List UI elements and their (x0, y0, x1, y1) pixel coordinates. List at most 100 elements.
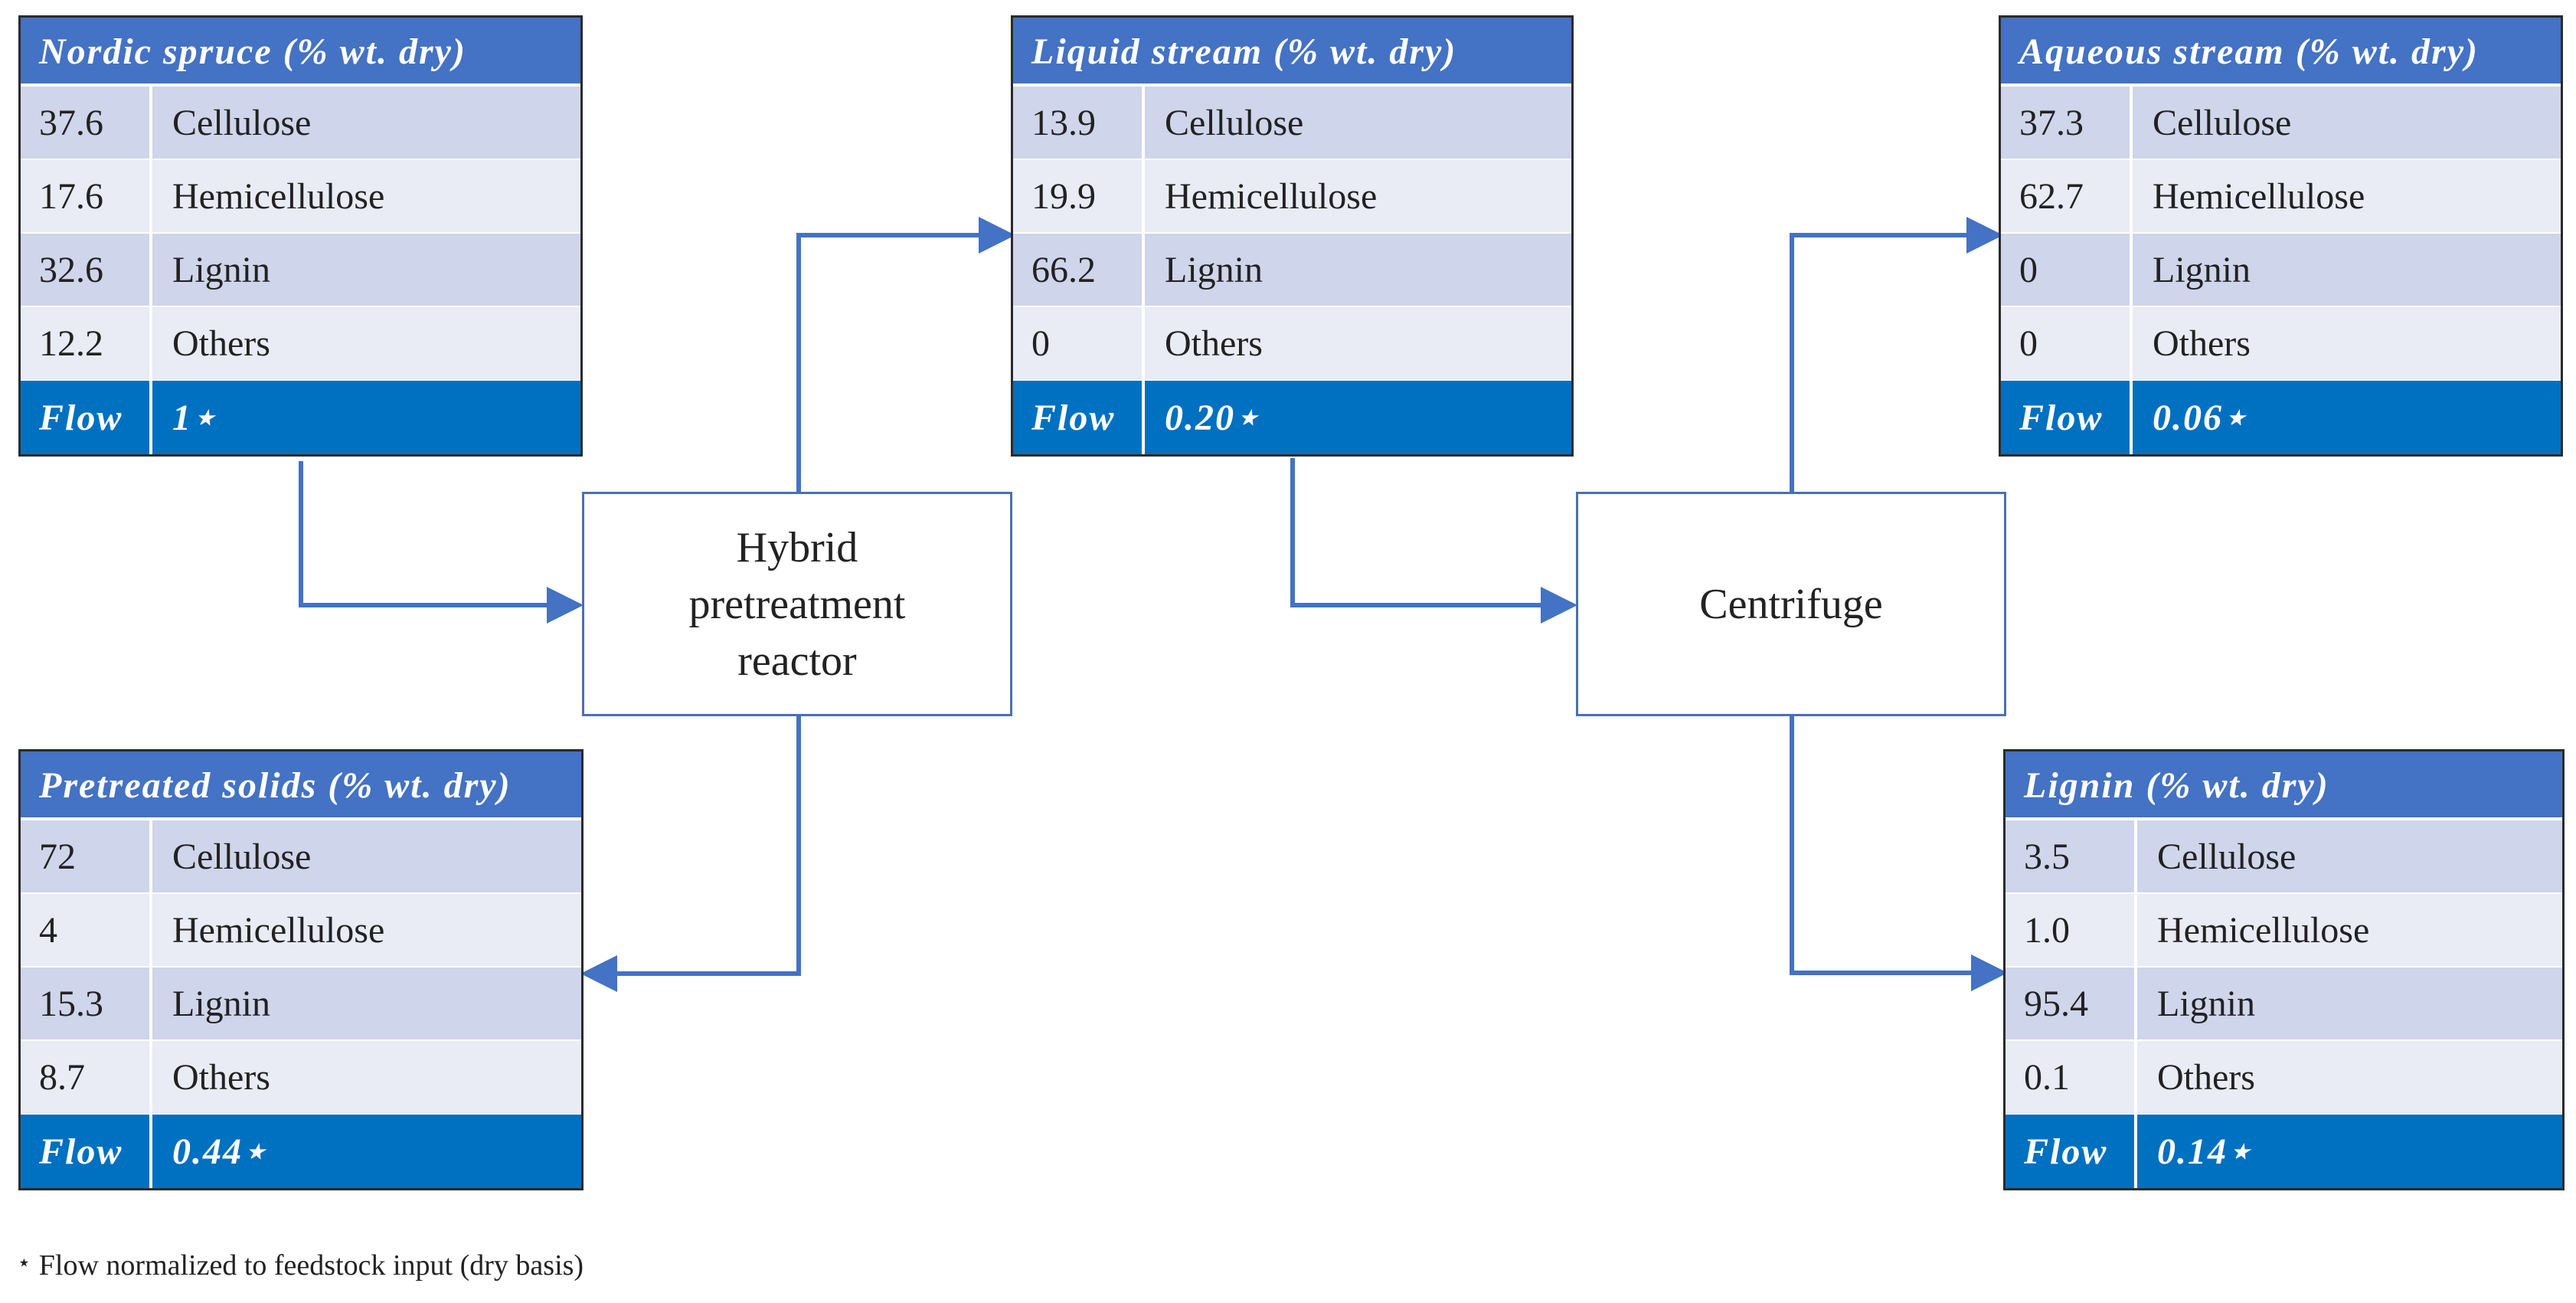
footnote-text: Flow normalized to feedstock input (dry … (38, 1249, 584, 1282)
row-label: Lignin (172, 983, 270, 1024)
row-value: 4 (21, 894, 152, 966)
row-value: 12.2 (21, 307, 152, 379)
row-value: 15.3 (21, 967, 152, 1039)
row-value: 17.6 (21, 160, 152, 232)
pretreated-solids-table: Pretreated solids (% wt. dry) 72 Cellulo… (18, 749, 584, 1190)
liquid-stream-table: Liquid stream (% wt. dry) 13.9 Cellulose… (1011, 15, 1574, 457)
table-row: 3.5 Cellulose (2006, 820, 2562, 894)
table-row: 37.3 Cellulose (2001, 87, 2561, 160)
hybrid-pretreatment-reactor-box: Hybrid pretreatment reactor (582, 492, 1012, 716)
row-label: Lignin (172, 249, 270, 290)
flow-label: Flow (21, 1115, 152, 1188)
row-value: 1.0 (2006, 894, 2137, 966)
table-row: 8.7 Others (21, 1041, 581, 1115)
row-label: Cellulose (1165, 102, 1304, 143)
flow-label: Flow (2001, 381, 2133, 454)
row-label: Lignin (2153, 249, 2251, 290)
row-label: Others (1165, 322, 1263, 364)
aqueous-stream-table: Aqueous stream (% wt. dry) 37.3 Cellulos… (1999, 15, 2563, 457)
row-value: 37.3 (2001, 87, 2133, 159)
table-row: 95.4 Lignin (2006, 967, 2562, 1041)
flow-value: 1⋆ (172, 398, 217, 438)
row-label: Hemicellulose (172, 909, 385, 951)
row-label: Lignin (2157, 983, 2255, 1024)
row-value: 37.6 (21, 87, 152, 159)
row-label: Lignin (1165, 249, 1263, 290)
table-row: 37.6 Cellulose (21, 87, 580, 160)
lignin-table: Lignin (% wt. dry) 3.5 Cellulose 1.0 Hem… (2003, 749, 2565, 1190)
row-value: 95.4 (2006, 967, 2137, 1039)
table-row: 66.2 Lignin (1013, 234, 1571, 307)
table-row: 62.7 Hemicellulose (2001, 160, 2561, 234)
flow-value: 0.20⋆ (1165, 398, 1260, 438)
table-row: 13.9 Cellulose (1013, 87, 1571, 160)
flow-row: Flow 0.20⋆ (1013, 381, 1571, 454)
table-row: 19.9 Hemicellulose (1013, 160, 1571, 234)
flow-label: Flow (1013, 381, 1145, 454)
row-label: Others (172, 1056, 270, 1098)
table-row: 72 Cellulose (21, 820, 581, 894)
footnote: ⋆ Flow normalized to feedstock input (dry… (17, 1249, 584, 1282)
row-label: Others (2153, 322, 2251, 364)
table-row: 1.0 Hemicellulose (2006, 894, 2562, 967)
table-row: 12.2 Others (21, 307, 580, 381)
arrow-centrifuge-to-aqueous (1790, 217, 2003, 492)
table-row: 0 Lignin (2001, 234, 2561, 307)
row-label: Others (172, 322, 270, 364)
table-row: 17.6 Hemicellulose (21, 160, 580, 234)
flow-row: Flow 0.14⋆ (2006, 1115, 2562, 1188)
flow-row: Flow 0.44⋆ (21, 1115, 581, 1188)
aqueous-stream-table-title: Aqueous stream (% wt. dry) (2001, 18, 2561, 87)
row-label: Hemicellulose (2157, 909, 2370, 951)
table-row: 0 Others (2001, 307, 2561, 381)
arrow-reactor-to-solids (580, 716, 801, 992)
arrow-centrifuge-to-lignin (1790, 716, 2008, 991)
reactor-label-line1: Hybrid (736, 523, 858, 571)
row-value: 13.9 (1013, 87, 1145, 159)
star-icon: ⋆ (17, 1250, 31, 1275)
row-value: 3.5 (2006, 820, 2137, 892)
row-value: 32.6 (21, 234, 152, 306)
row-value: 0 (2001, 307, 2133, 379)
flow-row: Flow 0.06⋆ (2001, 381, 2561, 454)
row-value: 19.9 (1013, 160, 1145, 232)
flow-value: 0.44⋆ (172, 1131, 268, 1172)
row-label: Hemicellulose (172, 175, 385, 217)
row-label: Cellulose (172, 102, 312, 143)
row-value: 72 (21, 820, 152, 892)
row-value: 66.2 (1013, 234, 1145, 306)
row-label: Cellulose (2157, 836, 2296, 877)
row-label: Hemicellulose (2153, 175, 2365, 217)
flow-value: 0.06⋆ (2153, 398, 2248, 438)
table-row: 0.1 Others (2006, 1041, 2562, 1115)
row-label: Cellulose (172, 836, 312, 877)
table-row: 0 Others (1013, 307, 1571, 381)
table-row: 15.3 Lignin (21, 967, 581, 1041)
arrow-liquid-to-centrifuge (1290, 458, 1577, 624)
table-row: 4 Hemicellulose (21, 894, 581, 967)
centrifuge-box: Centrifuge (1576, 492, 2006, 716)
row-value: 62.7 (2001, 160, 2133, 232)
row-label: Others (2157, 1056, 2255, 1098)
reactor-label-line2: pretreatment (688, 580, 906, 628)
table-row: 32.6 Lignin (21, 234, 580, 307)
liquid-stream-table-title: Liquid stream (% wt. dry) (1013, 18, 1571, 87)
centrifuge-label: Centrifuge (1699, 580, 1883, 628)
feedstock-table-title: Nordic spruce (% wt. dry) (21, 18, 580, 87)
flow-row: Flow 1⋆ (21, 381, 580, 454)
row-label: Hemicellulose (1165, 175, 1378, 217)
pretreated-solids-table-title: Pretreated solids (% wt. dry) (21, 751, 581, 820)
flow-value: 0.14⋆ (2157, 1131, 2253, 1172)
reactor-label-line3: reactor (737, 637, 857, 685)
arrow-feed-to-reactor (299, 461, 584, 624)
row-label: Cellulose (2153, 102, 2292, 143)
row-value: 0.1 (2006, 1041, 2137, 1113)
row-value: 0 (2001, 234, 2133, 306)
arrow-reactor-to-liquid (796, 217, 1015, 492)
flow-label: Flow (2006, 1115, 2137, 1188)
flow-label: Flow (21, 381, 152, 454)
feedstock-table: Nordic spruce (% wt. dry) 37.6 Cellulose… (18, 15, 583, 457)
lignin-table-title: Lignin (% wt. dry) (2006, 751, 2562, 820)
row-value: 8.7 (21, 1041, 152, 1113)
